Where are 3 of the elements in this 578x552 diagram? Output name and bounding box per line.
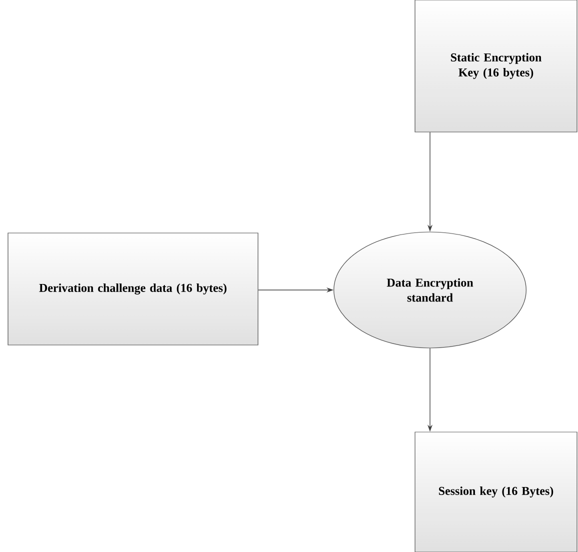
process-box: Static Encryption Key (16 bytes)	[414, 0, 578, 132]
process-box: Session key (16 Bytes)	[414, 432, 578, 552]
process-box: Derivation challenge data (16 bytes)	[8, 232, 258, 346]
